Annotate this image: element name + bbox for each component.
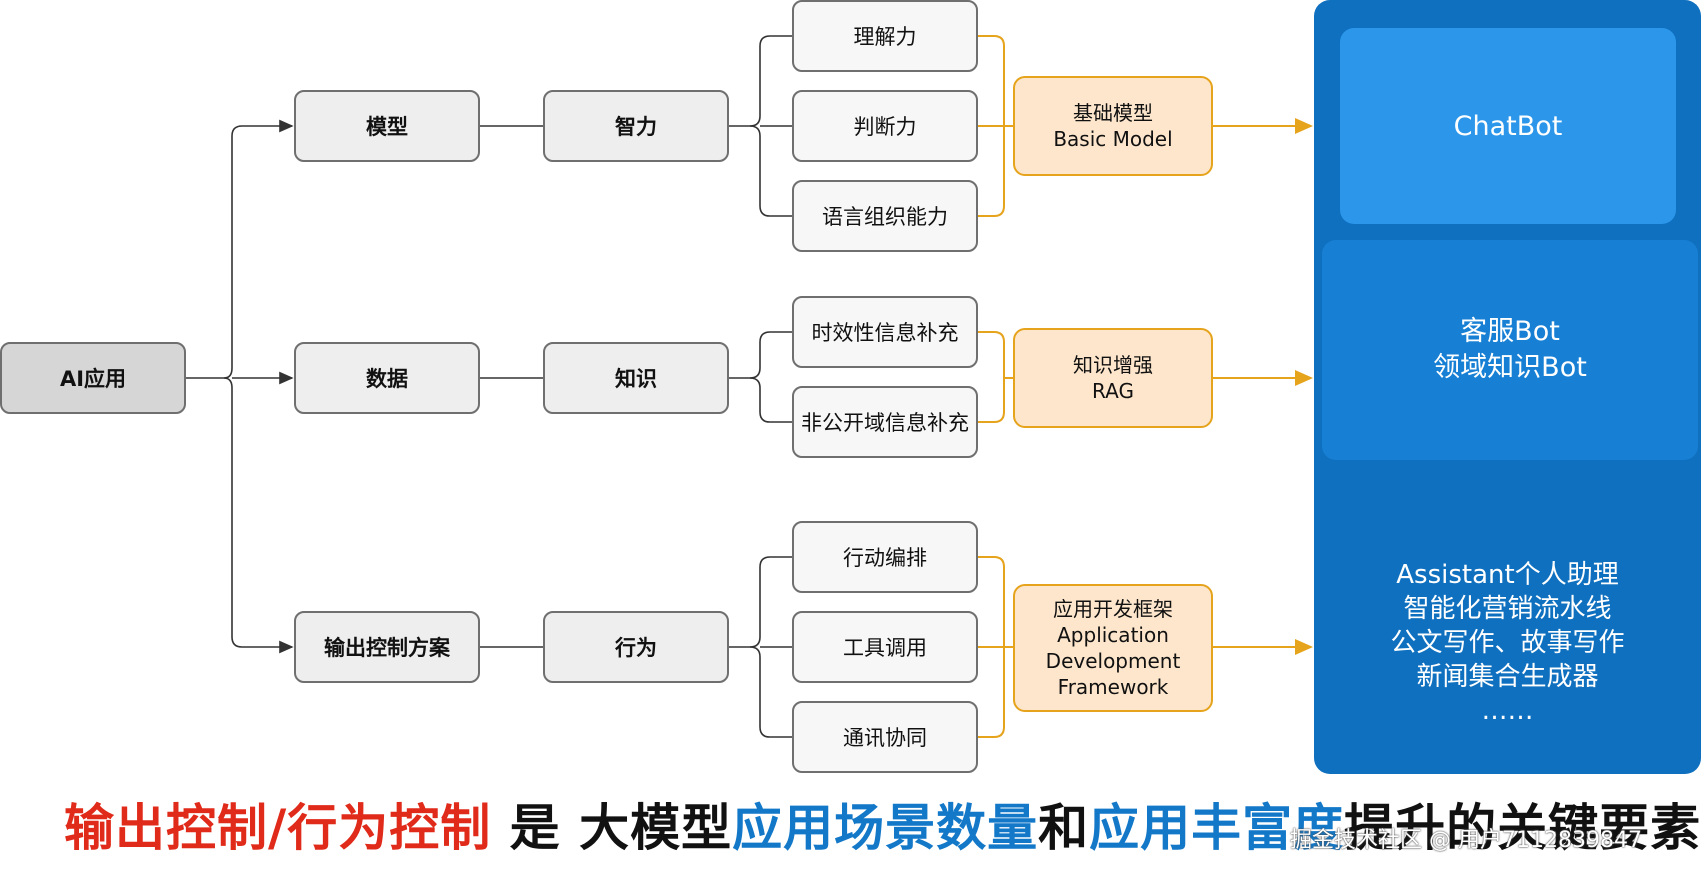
outcome-line: RAG (1092, 379, 1134, 403)
caption: 输出控制/行为控制 是 大模型应用场景数量和应用丰富度提升的关键要素 (64, 788, 1701, 860)
leaf-judgment: 判断力 (792, 90, 978, 162)
category-model: 模型 (294, 90, 480, 162)
outcome-line: Framework (1057, 675, 1169, 699)
leaf-action-orchestration: 行动编排 (792, 521, 978, 593)
app-line: 领域知识Bot (1433, 352, 1587, 383)
outcome-line: Development (1045, 649, 1181, 673)
leaf-tool-calling: 工具调用 (792, 611, 978, 683)
app-section-support-bot: 客服Bot 领域知识Bot (1322, 240, 1698, 460)
leaf-private-info: 非公开域信息补充 (792, 386, 978, 458)
outcome-app-framework: 应用开发框架 Application Development Framework (1013, 584, 1213, 712)
caption-highlight-blue: 应用场景数量 (732, 799, 1039, 857)
app-line: 智能化营销流水线 (1403, 594, 1612, 624)
outcome-line: Basic Model (1053, 127, 1173, 151)
caption-text: 提升的关键要素 (1344, 799, 1701, 857)
caption-text: 和 (1038, 799, 1090, 857)
outcome-line: 应用开发框架 (1053, 597, 1173, 621)
leaf-timely-info: 时效性信息补充 (792, 296, 978, 368)
app-section-assistant: Assistant个人助理 智能化营销流水线 公文写作、故事写作 新闻集合生成器… (1314, 548, 1701, 738)
app-line: 新闻集合生成器 (1416, 662, 1599, 692)
outcome-basic-model: 基础模型 Basic Model (1013, 76, 1213, 176)
caption-highlight-blue: 应用丰富度 (1089, 799, 1345, 857)
leaf-language: 语言组织能力 (792, 180, 978, 252)
sub-intelligence: 智力 (543, 90, 729, 162)
caption-highlight-red: 输出控制/行为控制 (64, 799, 492, 857)
outcome-line: 知识增强 (1073, 353, 1153, 377)
sub-knowledge: 知识 (543, 342, 729, 414)
category-data: 数据 (294, 342, 480, 414)
outcome-line: Application (1057, 623, 1169, 647)
outcome-rag: 知识增强 RAG (1013, 328, 1213, 428)
leaf-communication: 通讯协同 (792, 701, 978, 773)
app-line: 公文写作、故事写作 (1390, 628, 1625, 658)
sub-behavior: 行为 (543, 611, 729, 683)
watermark: 掘金技术社区 @ 用户7112839847 (1290, 828, 1642, 853)
app-line: Assistant个人助理 (1396, 560, 1619, 590)
category-output-control: 输出控制方案 (294, 611, 480, 683)
app-line: 客服Bot (1460, 316, 1560, 347)
leaf-understanding: 理解力 (792, 0, 978, 72)
root-node: AI应用 (0, 342, 186, 414)
app-section-chatbot: ChatBot (1340, 28, 1676, 224)
app-line: ChatBot (1453, 110, 1563, 142)
outcome-line: 基础模型 (1073, 101, 1153, 125)
app-line: …… (1481, 696, 1534, 726)
caption-text: 是 大模型 (491, 799, 733, 857)
